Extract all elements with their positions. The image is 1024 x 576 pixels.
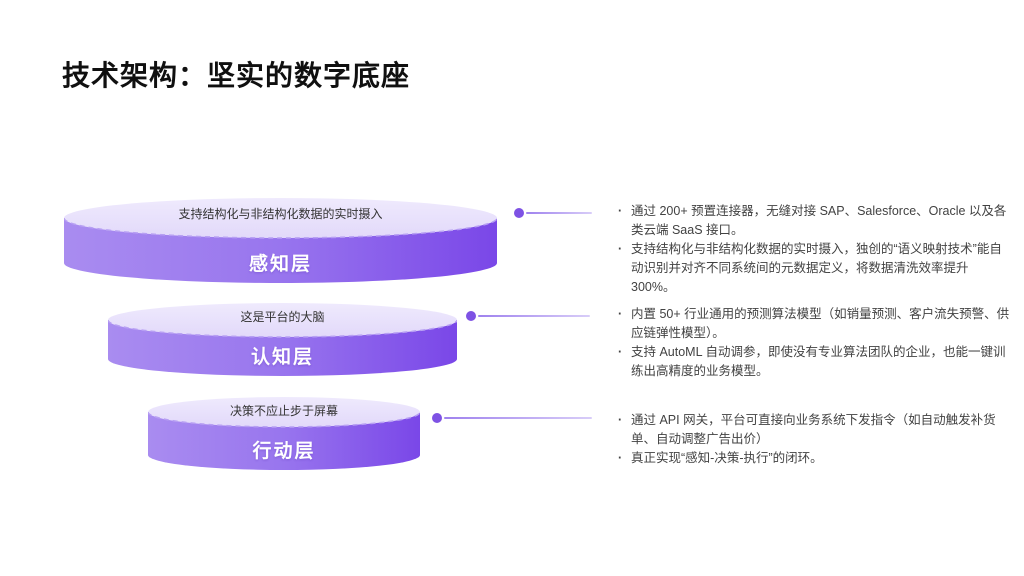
disc-caption: 支持结构化与非结构化数据的实时摄入: [178, 207, 383, 221]
layer-bullets-action: 通过 API 网关，平台可直接向业务系统下发指令（如自动触发补货单、自动调整广告…: [616, 411, 1012, 468]
disc-label: 感知层: [248, 254, 312, 275]
bullet-item: 通过 200+ 预置连接器，无缝对接 SAP、Salesforce、Oracle…: [616, 202, 1012, 240]
bullet-item: 真正实现“感知-决策-执行”的闭环。: [616, 449, 1012, 468]
layer-bullets-cognition: 内置 50+ 行业通用的预测算法模型（如销量预测、客户流失预警、供应链弹性模型）…: [616, 305, 1012, 381]
bullet-item: 通过 API 网关，平台可直接向业务系统下发指令（如自动触发补货单、自动调整广告…: [616, 411, 1012, 449]
layer-disc-action: 决策不应止步于屏幕 行动层: [148, 397, 420, 470]
connector-dot: [432, 413, 442, 423]
disc-shape-cognition: [108, 303, 457, 376]
layer-bullets-perception: 通过 200+ 预置连接器，无缝对接 SAP、Salesforce、Oracle…: [616, 202, 1012, 297]
connector-dot: [514, 208, 524, 218]
disc-caption: 这是平台的大脑: [240, 310, 325, 324]
bullet-item: 支持结构化与非结构化数据的实时摄入，独创的“语义映射技术”能自动识别并对齐不同系…: [616, 240, 1012, 297]
bullet-item: 内置 50+ 行业通用的预测算法模型（如销量预测、客户流失预警、供应链弹性模型）…: [616, 305, 1012, 343]
layer-disc-cognition: 这是平台的大脑 认知层: [108, 303, 457, 376]
page-title: 技术架构：坚实的数字底座: [62, 60, 411, 91]
connector-line: [444, 417, 592, 419]
layer-disc-perception: 支持结构化与非结构化数据的实时摄入 感知层: [64, 198, 497, 283]
connector-line: [526, 212, 592, 214]
disc-shape-perception: [64, 198, 497, 283]
connector-dot: [466, 311, 476, 321]
connector-line: [478, 315, 590, 317]
disc-shape-action: [148, 397, 420, 470]
bullet-item: 支持 AutoML 自动调参，即使没有专业算法团队的企业，也能一键训练出高精度的…: [616, 343, 1012, 381]
disc-label: 行动层: [252, 441, 316, 462]
disc-label: 认知层: [250, 347, 314, 368]
disc-caption: 决策不应止步于屏幕: [229, 404, 338, 418]
